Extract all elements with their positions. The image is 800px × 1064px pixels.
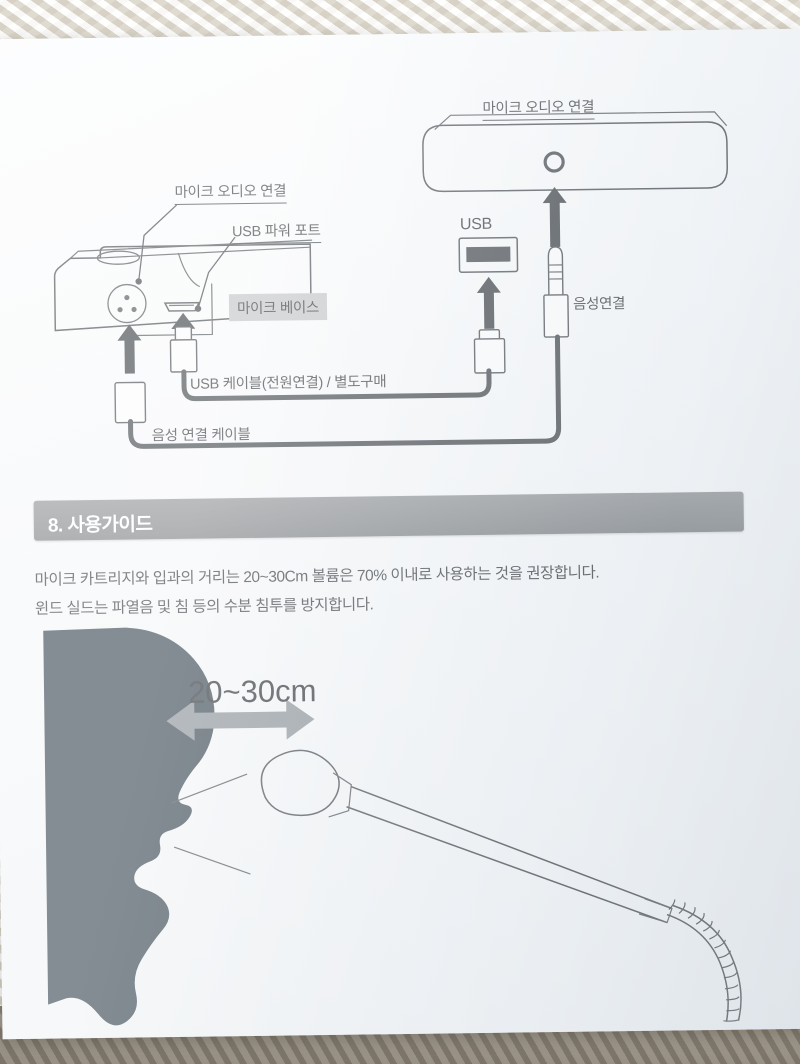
section-heading: 8. 사용가이드 bbox=[47, 514, 153, 537]
label-mic-base: 마이크 베이스 bbox=[228, 292, 328, 322]
head-silhouette bbox=[43, 627, 215, 1026]
label-base-audio-connection: 마이크 오디오 연결 bbox=[174, 179, 287, 205]
label-usb-port: USB bbox=[459, 215, 493, 234]
label-usb-cable: USB 케이블(전원연결) / 별도구매 bbox=[189, 374, 387, 393]
label-usb-power-port: USB 파워 포트 bbox=[231, 219, 321, 245]
label-audio-connection-plug: 음성연결 bbox=[572, 296, 626, 313]
gooseneck-microphone bbox=[260, 749, 742, 1022]
distance-arrow bbox=[166, 699, 315, 741]
manual-page: 마이크 오디오 연결 마이크 오디오 연결 USB 파워 포트 마이크 베이스 … bbox=[0, 28, 800, 1040]
connection-diagram bbox=[53, 111, 728, 449]
audio-cable-plug-left-graphic bbox=[114, 381, 147, 424]
speech-lines bbox=[171, 773, 251, 875]
section-body-line-1: 마이크 카트리지와 입과의 거리는 20~30Cm 볼륨은 70% 이내로 사용… bbox=[34, 564, 600, 589]
speaker-device bbox=[422, 111, 728, 193]
usb-port-graphic bbox=[458, 236, 519, 273]
audio-plug-graphic bbox=[543, 246, 570, 338]
distance-label: 20~30cm bbox=[187, 673, 317, 710]
micro-usb-plug-graphic bbox=[169, 326, 198, 373]
label-audio-cable: 음성 연결 케이블 bbox=[151, 426, 251, 445]
usb-plug-graphic bbox=[473, 329, 506, 374]
usage-distance-illustration bbox=[43, 627, 742, 1026]
audio-cable-path bbox=[128, 334, 562, 449]
label-speaker-audio-connection: 마이크 오디오 연결 bbox=[482, 95, 595, 121]
leader-lines bbox=[135, 204, 236, 337]
usb-cable-path bbox=[181, 368, 492, 402]
mic-base-device bbox=[53, 239, 313, 332]
